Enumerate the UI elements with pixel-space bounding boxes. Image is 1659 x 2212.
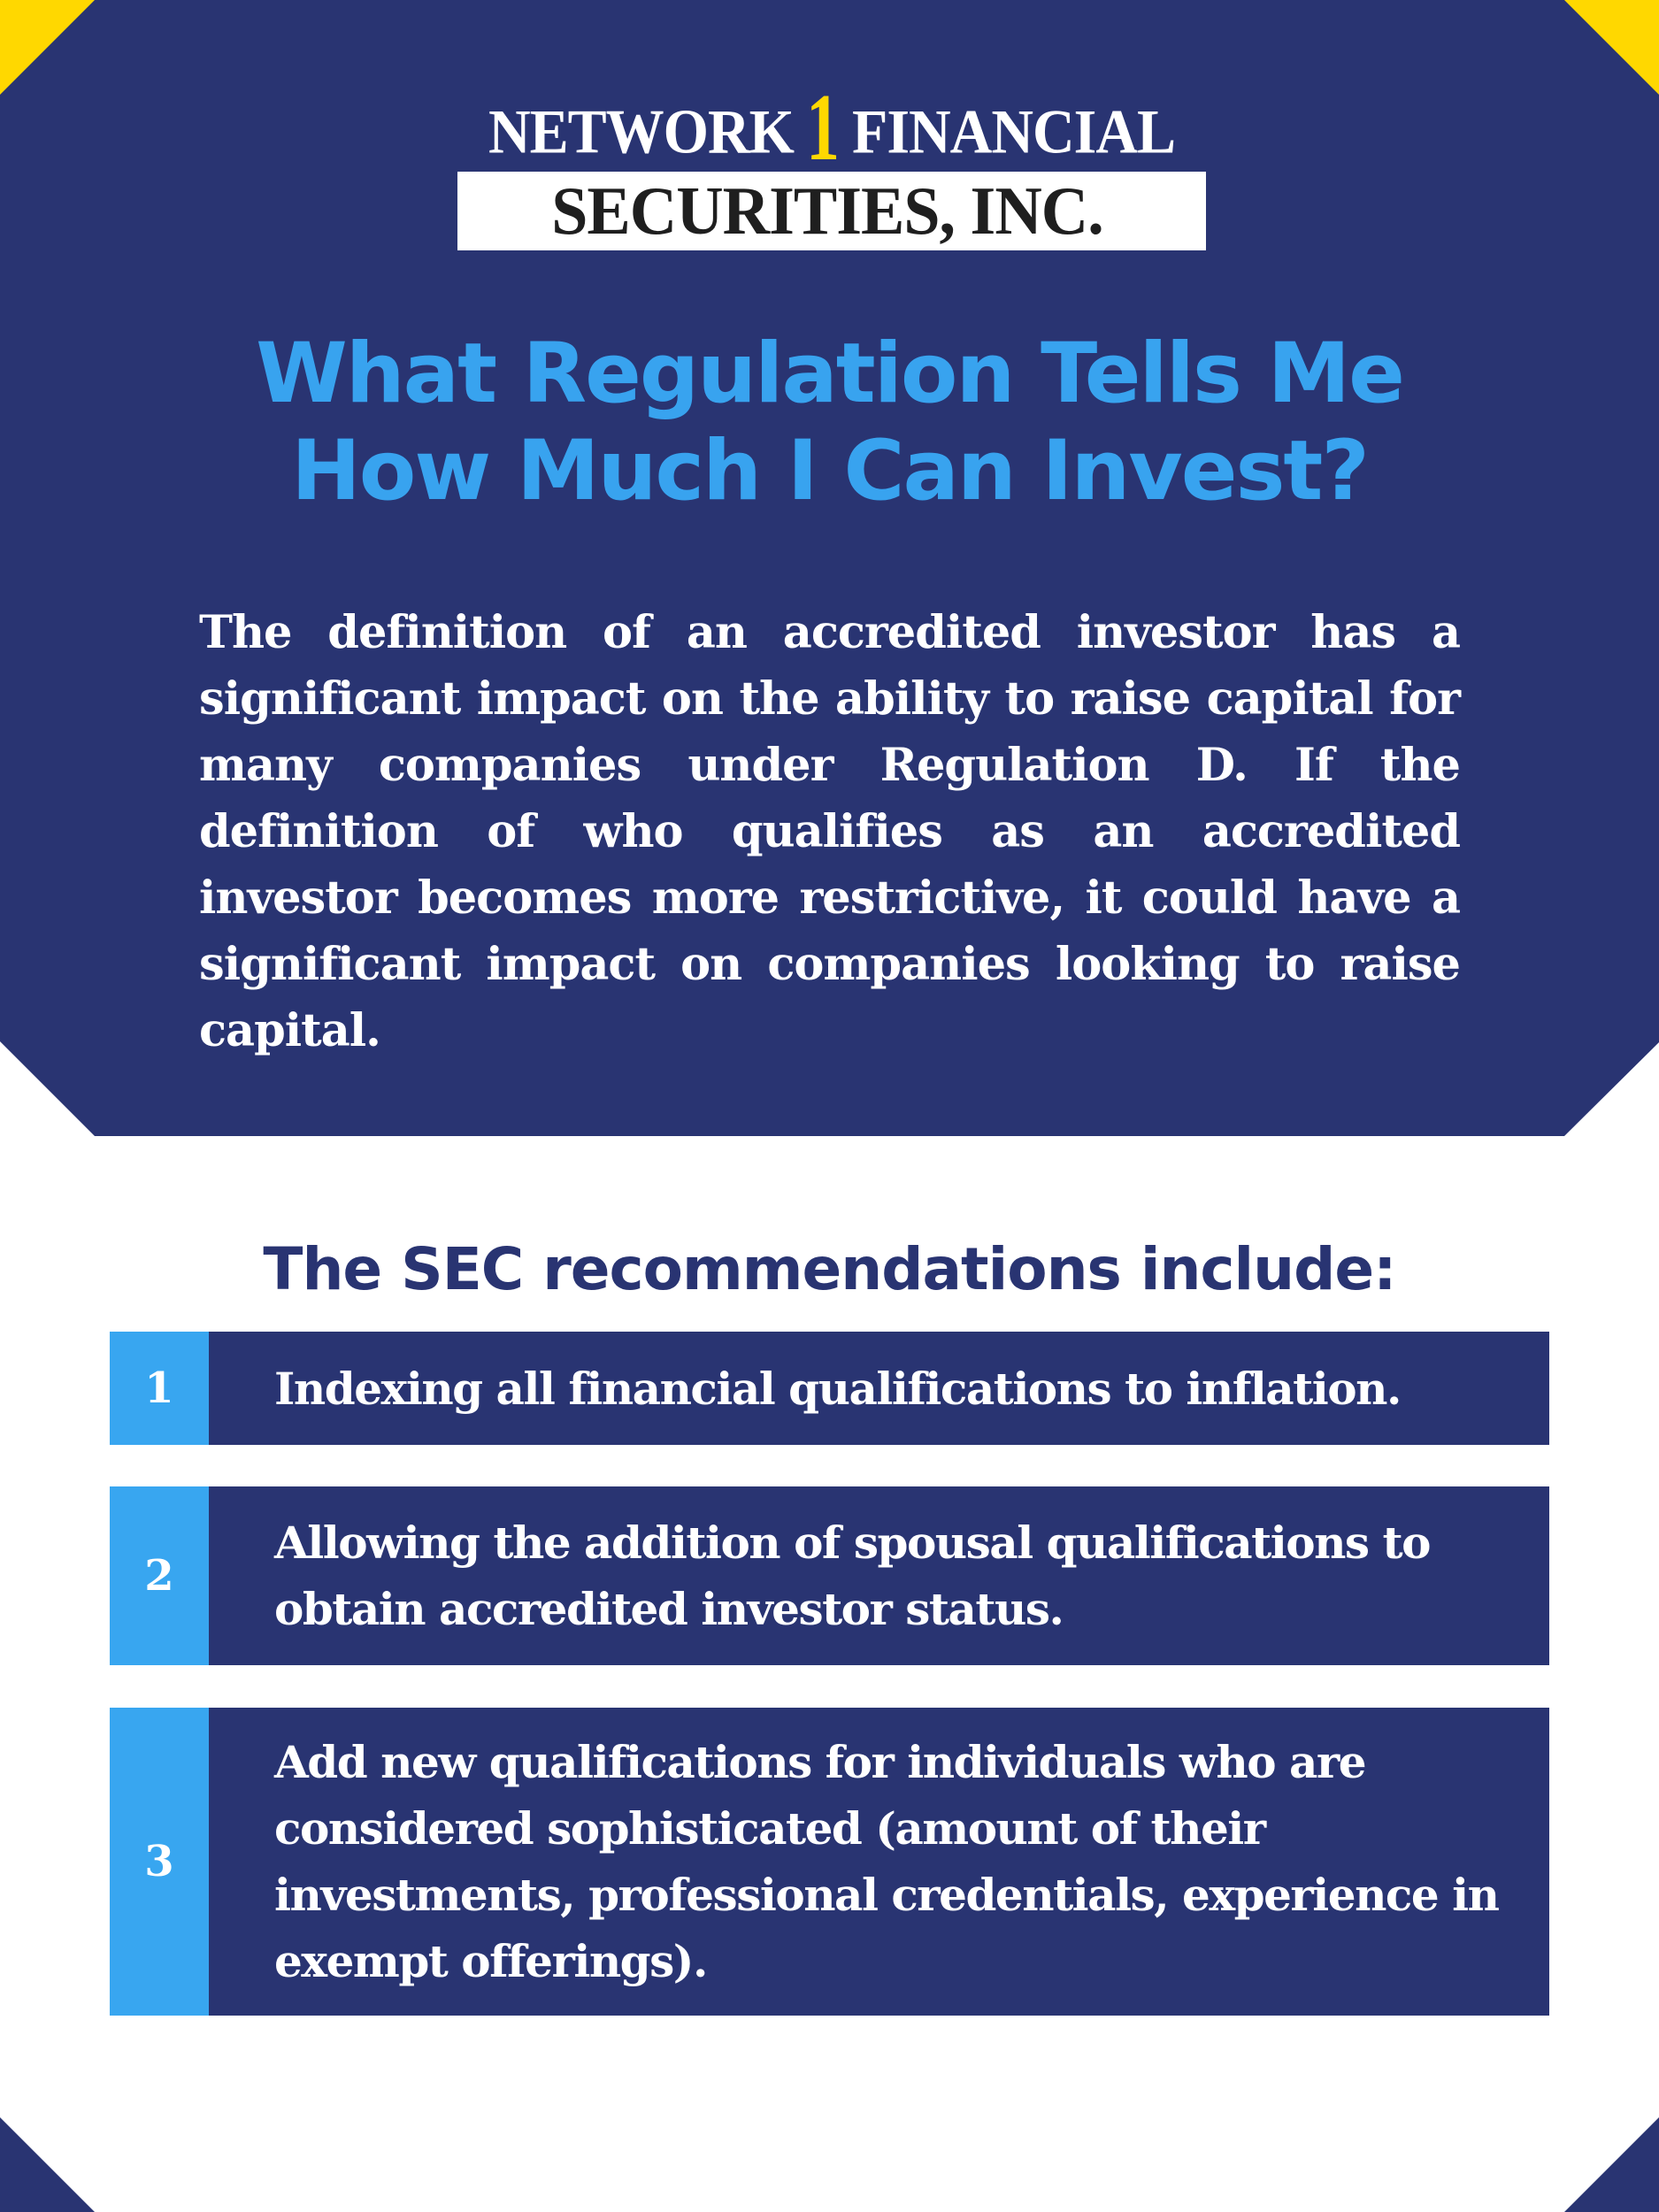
recommendation-item-3: 3 Add new qualifications for individuals…: [110, 1708, 1549, 2016]
corner-decoration-top-right: [1564, 0, 1659, 95]
logo-subtitle: SECURITIES, INC.: [551, 173, 1103, 250]
recommendation-text: Indexing all financial qualifications to…: [274, 1362, 1402, 1415]
recommendation-text: Add new qualifications for individuals w…: [274, 1736, 1500, 1987]
recommendation-item-1: 1 Indexing all financial qualifications …: [110, 1332, 1549, 1445]
page-title-line-2: How Much I Can Invest?: [291, 423, 1370, 519]
corner-decoration-bottom-right: [1564, 2117, 1659, 2212]
logo-top-line: NETWORK 1 FINANCIAL: [457, 75, 1206, 180]
recommendations-heading: The SEC recommendations include:: [263, 1235, 1396, 1303]
corner-decoration-bottom-left: [0, 2117, 95, 2212]
logo-word-financial: FINANCIAL: [852, 97, 1176, 167]
recommendation-text: Allowing the addition of spousal qualifi…: [274, 1517, 1431, 1635]
recommendation-item-2: 2 Allowing the addition of spousal quali…: [110, 1486, 1549, 1665]
logo-numeral-one: 1: [806, 75, 840, 180]
corner-decoration-top-left: [0, 0, 95, 95]
intro-paragraph: The definition of an accredited investor…: [199, 606, 1461, 1057]
company-logo: NETWORK 1 FINANCIAL SECURITIES, INC.: [457, 75, 1206, 250]
recommendation-number-badge: 1: [110, 1332, 209, 1445]
recommendation-number-badge: 2: [110, 1486, 209, 1665]
logo-word-network: NETWORK: [488, 97, 795, 167]
logo-subtitle-box: SECURITIES, INC.: [457, 172, 1206, 250]
page-title: What Regulation Tells Me How Much I Can …: [0, 326, 1659, 520]
page-title-line-1: What Regulation Tells Me: [256, 326, 1405, 422]
recommendation-number-badge: 3: [110, 1708, 209, 2016]
